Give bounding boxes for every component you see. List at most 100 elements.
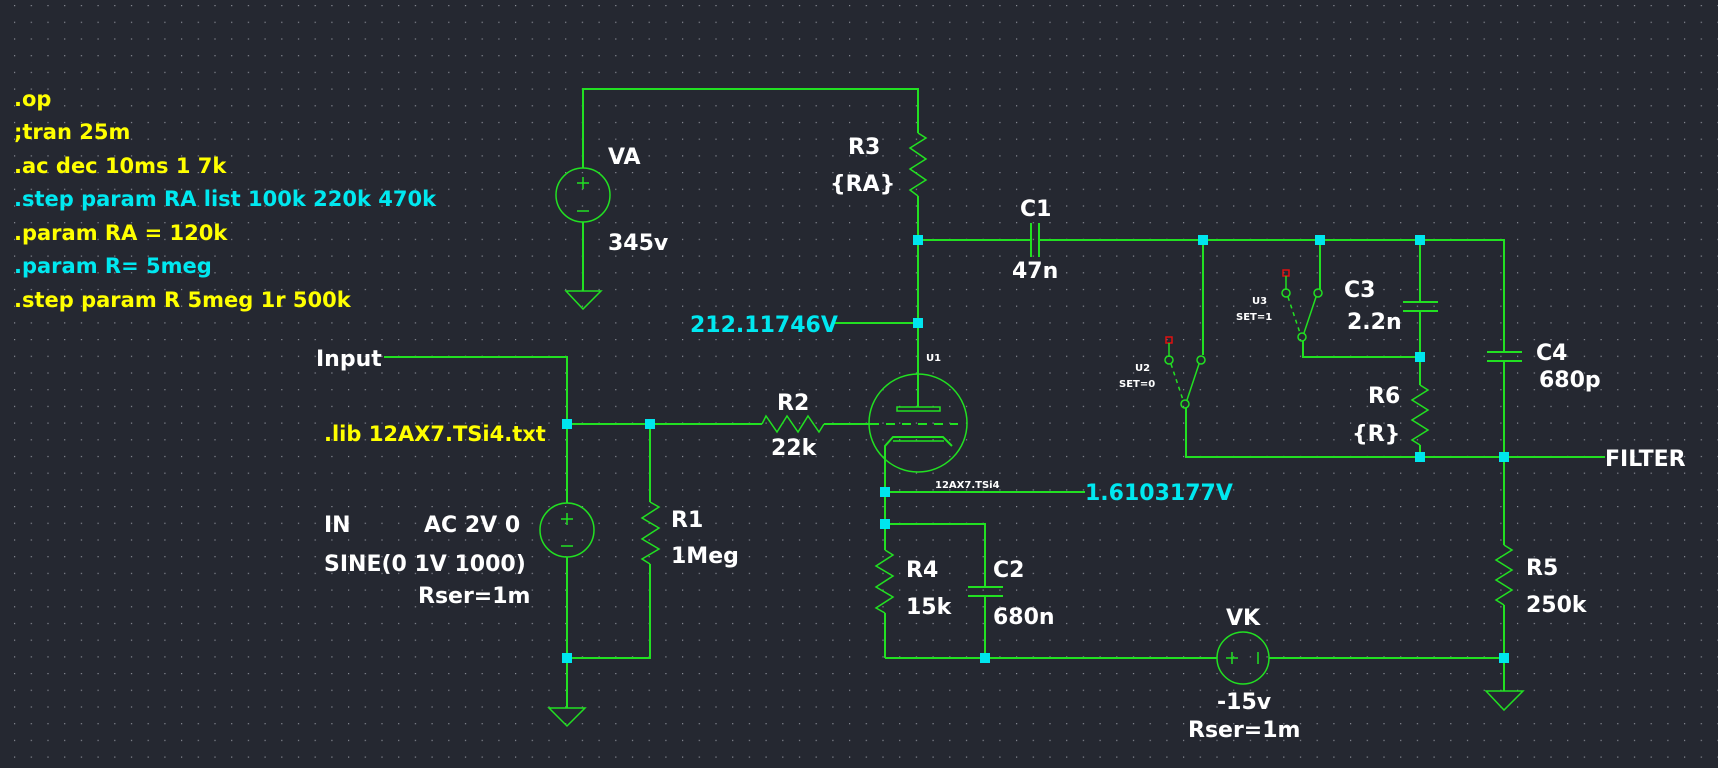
r3-value: {RA}	[830, 172, 895, 197]
c2-value: 680n	[993, 605, 1055, 630]
tube-cathode	[884, 436, 953, 492]
r3-name: R3	[848, 135, 880, 160]
top-bus-wire	[1039, 239, 1505, 352]
c1-capacitor[interactable]: C1 47n	[918, 197, 1058, 284]
va-name: VA	[608, 145, 641, 170]
vk-value: -15v	[1217, 690, 1272, 715]
cathode-voltage-readout: 1.6103177V	[1085, 481, 1233, 506]
resistor-zigzag	[761, 414, 825, 434]
junction-node	[880, 487, 890, 497]
junction-node	[880, 519, 890, 529]
u2-name: U2	[1135, 363, 1150, 374]
r3-resistor[interactable]: R3 {RA}	[830, 132, 928, 407]
c4-value: 680p	[1539, 368, 1601, 393]
c2-capacitor[interactable]: C2 680n	[885, 523, 1055, 658]
c3-name: C3	[1344, 278, 1375, 303]
r6-name: R6	[1368, 384, 1400, 409]
switch-contact	[1164, 355, 1174, 365]
resistor-zigzag	[1494, 544, 1514, 606]
u2-switch[interactable]: U2 SET=0	[1119, 240, 1504, 458]
c2-name: C2	[993, 558, 1024, 583]
c3-capacitor[interactable]: C3 2.2n	[1344, 240, 1438, 385]
junction-node	[1198, 235, 1208, 245]
ground-icon	[564, 290, 603, 311]
input-wire	[384, 356, 568, 503]
wire	[885, 523, 986, 587]
ground-icon	[1484, 690, 1525, 712]
switch-arm	[1186, 363, 1200, 401]
switch-contact	[1281, 288, 1291, 298]
r1-resistor[interactable]: R1 1Meg	[567, 424, 739, 659]
r5-name: R5	[1526, 556, 1558, 581]
r4-value: 15k	[906, 595, 953, 620]
r5-resistor[interactable]: R5 250k	[1484, 544, 1588, 712]
lib-directive[interactable]: .lib 12AX7.TSi4.txt	[324, 422, 546, 446]
junctions	[562, 235, 1509, 663]
plate-voltage-readout: 212.11746V	[690, 313, 838, 338]
va-voltage-source[interactable]: VA 345v	[555, 88, 919, 311]
r1-value: 1Meg	[671, 544, 739, 569]
vk-voltage-source[interactable]: VK -15v Rser=1m	[1188, 606, 1504, 743]
directive-step-ra[interactable]: .step param RA list 100k 220k 470k	[14, 187, 437, 211]
in-voltage-source[interactable]: IN AC 2V 0 SINE(0 1V 1000) Rser=1m	[324, 502, 595, 728]
wire	[1185, 408, 1504, 458]
u3-setting: SET=1	[1236, 312, 1272, 323]
resistor-zigzag	[874, 549, 895, 614]
u2-setting: SET=0	[1119, 379, 1155, 390]
r4-name: R4	[906, 558, 938, 583]
directive-op[interactable]: .op	[14, 87, 51, 111]
u1-model: 12AX7.TSi4	[935, 480, 1000, 491]
junction-node	[913, 318, 923, 328]
resistor-zigzag	[908, 132, 928, 197]
spice-directives: .op ;tran 25m .ac dec 10ms 1 7k .step pa…	[14, 87, 437, 312]
r2-resistor[interactable]: R2 22k	[761, 391, 870, 461]
r1-name: R1	[671, 508, 703, 533]
in-rser: Rser=1m	[418, 584, 530, 609]
in-name: IN	[324, 513, 351, 538]
r2-name: R2	[777, 391, 809, 416]
ground-icon	[547, 707, 587, 728]
junction-node	[562, 419, 572, 429]
directive-step-r[interactable]: .step param R 5meg 1r 500k	[14, 288, 352, 312]
r6-resistor[interactable]: R6 {R}	[1352, 384, 1430, 457]
junction-node	[645, 419, 655, 429]
directive-param-ra[interactable]: .param RA = 120k	[14, 221, 228, 245]
c1-value: 47n	[1012, 259, 1058, 284]
c1-name: C1	[1020, 197, 1051, 222]
net-label-input[interactable]: Input	[316, 347, 382, 372]
resistor-zigzag	[1410, 384, 1430, 446]
vk-rser: Rser=1m	[1188, 718, 1300, 743]
junction-node	[1499, 653, 1509, 663]
u3-name: U3	[1252, 296, 1267, 307]
junction-node	[1415, 452, 1425, 462]
in-ac-spec: AC 2V 0	[424, 513, 520, 538]
switch-arm-open	[1287, 296, 1301, 334]
switch-contact	[1313, 288, 1323, 298]
wire	[567, 564, 651, 659]
junction-node	[1315, 235, 1325, 245]
va-value: 345v	[608, 231, 669, 256]
r5-value: 250k	[1526, 593, 1588, 618]
directive-ac[interactable]: .ac dec 10ms 1 7k	[14, 154, 227, 178]
directive-param-r[interactable]: .param R= 5meg	[14, 254, 212, 278]
r2-value: 22k	[771, 436, 818, 461]
vk-name: VK	[1226, 606, 1261, 631]
switch-arm	[1303, 296, 1317, 334]
junction-node	[1499, 452, 1509, 462]
net-label-filter[interactable]: FILTER	[1605, 447, 1686, 472]
u1-name: U1	[926, 353, 941, 364]
switch-arm-open	[1170, 363, 1184, 401]
junction-node	[1415, 235, 1425, 245]
r6-value: {R}	[1352, 422, 1400, 447]
c3-value: 2.2n	[1347, 310, 1402, 335]
switch-contact	[1196, 355, 1206, 365]
u3-switch[interactable]: U3 SET=1	[1236, 240, 1420, 358]
junction-node	[913, 235, 923, 245]
directive-tran[interactable]: ;tran 25m	[14, 120, 130, 144]
resistor-zigzag	[640, 501, 661, 565]
in-value: SINE(0 1V 1000)	[324, 552, 526, 577]
wire	[582, 88, 919, 168]
tube-plate	[896, 406, 941, 412]
